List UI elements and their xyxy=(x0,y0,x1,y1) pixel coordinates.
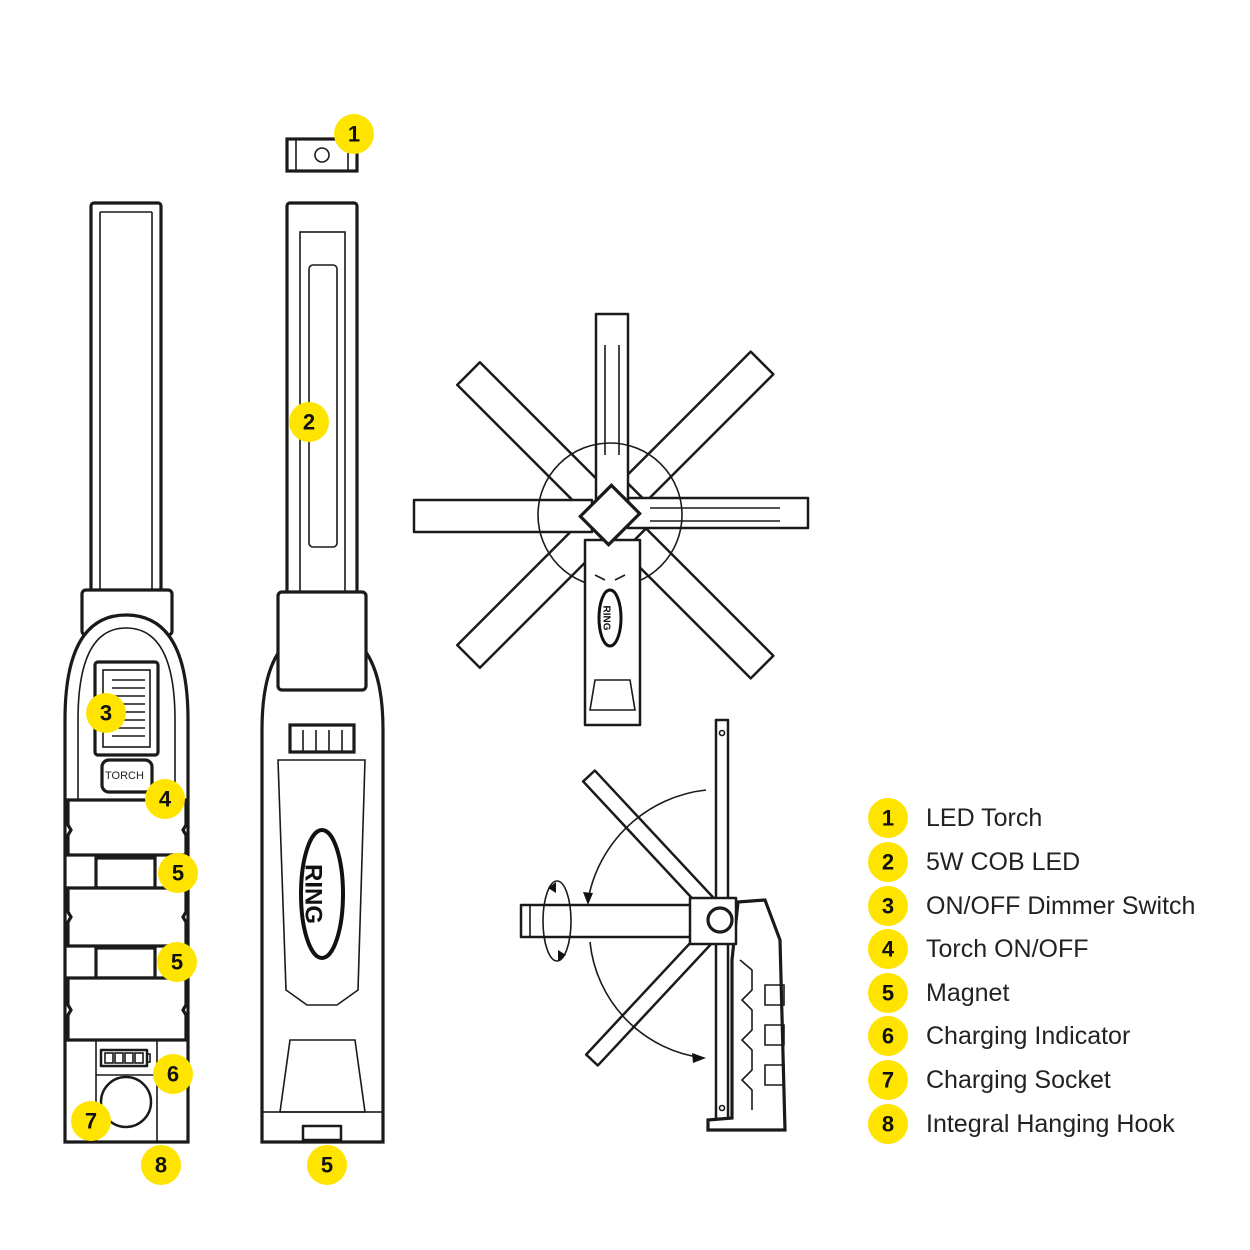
legend-item: 3 xyxy=(868,886,908,926)
svg-text:3: 3 xyxy=(882,894,894,919)
svg-text:1: 1 xyxy=(882,806,894,831)
svg-text:5: 5 xyxy=(171,950,183,975)
legend: 1 LED Torch 2 5W COB LED 3 ON/OFF Dimmer… xyxy=(868,798,1195,1144)
legend-item: 7 xyxy=(868,1060,908,1100)
ring-logo-small: RING xyxy=(601,606,612,631)
svg-text:3: 3 xyxy=(100,701,112,726)
ring-logo-text: RING xyxy=(300,864,327,924)
svg-text:6: 6 xyxy=(882,1024,894,1049)
svg-text:2: 2 xyxy=(882,850,894,875)
legend-label: Torch ON/OFF xyxy=(926,935,1089,963)
legend-item: 8 xyxy=(868,1104,908,1144)
legend-item: 6 xyxy=(868,1016,908,1056)
front-view-device: TORCH xyxy=(63,201,190,1144)
callout-3-dimmer: 3 xyxy=(86,693,126,733)
svg-text:5: 5 xyxy=(321,1153,333,1178)
legend-item: 2 xyxy=(868,842,908,882)
svg-text:2: 2 xyxy=(303,410,315,435)
callout-7-socket: 7 xyxy=(71,1101,111,1141)
callout-4-torch: 4 xyxy=(145,779,185,819)
ring-logo xyxy=(299,828,345,960)
back-view-device: RING xyxy=(260,201,385,1144)
callout-2-cob-led: 2 xyxy=(289,402,329,442)
legend-label: ON/OFF Dimmer Switch xyxy=(926,892,1195,920)
torch-button-label: TORCH xyxy=(105,770,144,782)
legend-label: LED Torch xyxy=(926,804,1042,832)
legend-item: 4 xyxy=(868,929,908,969)
svg-text:4: 4 xyxy=(882,937,895,962)
callout-6-indicator: 6 xyxy=(153,1054,193,1094)
svg-text:5: 5 xyxy=(882,981,894,1006)
svg-text:7: 7 xyxy=(85,1109,97,1134)
charging-socket xyxy=(99,1075,153,1129)
callout-5-magnet: 5 xyxy=(158,853,198,893)
charging-indicator xyxy=(99,1048,151,1068)
svg-text:6: 6 xyxy=(167,1062,179,1087)
svg-text:1: 1 xyxy=(348,122,360,147)
legend-label: Charging Indicator xyxy=(926,1022,1130,1050)
magnet-lower xyxy=(94,946,157,980)
legend-label: Magnet xyxy=(926,979,1009,1007)
legend-label: 5W COB LED xyxy=(926,848,1080,876)
svg-text:5: 5 xyxy=(172,861,184,886)
legend-item: 1 xyxy=(868,798,908,838)
callout-5-magnet-base: 5 xyxy=(307,1145,347,1185)
svg-text:8: 8 xyxy=(155,1153,167,1178)
magnet-upper xyxy=(94,856,157,890)
legend-label: Charging Socket xyxy=(926,1066,1111,1094)
svg-text:7: 7 xyxy=(882,1068,894,1093)
svg-text:8: 8 xyxy=(882,1112,894,1137)
svg-text:4: 4 xyxy=(159,787,172,812)
callout-8-hook: 8 xyxy=(141,1145,181,1185)
legend-item: 5 xyxy=(868,973,908,1013)
side-view-device xyxy=(519,718,787,1132)
rotation-star-view: RING xyxy=(412,312,810,727)
torch-button xyxy=(100,758,154,794)
callout-5-magnet: 5 xyxy=(157,942,197,982)
callout-1-cap: 1 xyxy=(334,114,374,154)
legend-label: Integral Hanging Hook xyxy=(926,1110,1175,1138)
